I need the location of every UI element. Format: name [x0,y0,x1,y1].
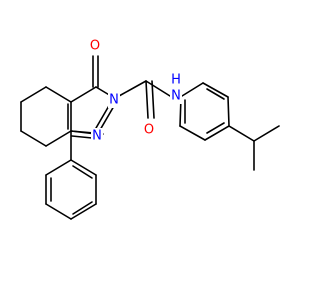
amide-oxygen-label: O [144,123,154,138]
bond-line [181,82,204,97]
bond-line [20,130,47,147]
ring-carbonyl-oxygen-label: O [90,39,100,54]
label-bg [91,128,103,144]
bond-line [227,96,230,127]
label-bg [143,122,155,138]
bond-line [118,80,147,97]
atom-labels: O N N N H O [89,38,182,144]
ring-nitrogen-3-label: N [92,129,102,144]
bond-line [253,125,280,142]
bond-line [204,125,230,141]
bond-line [145,80,149,119]
bond-line [206,88,225,100]
bond-line [206,122,225,134]
bond-line [70,130,95,134]
bond-line [70,86,97,103]
bond-line [70,159,97,176]
bond-line [20,86,47,103]
structure-canvas: O N N N H O [20,38,280,220]
amide-nitrogen-label: N [171,89,181,104]
molecule-drawing: O N N N H O [20,38,280,220]
bond-line [72,201,93,215]
bond-line [45,130,72,147]
label-bg [170,88,182,104]
bond-line [202,82,229,98]
ring-nitrogen-2-label: N [109,93,119,108]
bond-line [99,105,115,131]
label-bg [108,92,120,108]
bond-line [45,159,72,176]
bond-line [70,203,97,220]
bond-line [72,165,93,179]
bond-lines [20,55,280,220]
label-bg [89,38,101,54]
bond-line [71,135,93,139]
bond-line [179,125,206,141]
bond-line [95,103,111,129]
bond-line [151,80,155,119]
amide-hydrogen-label: H [171,73,181,88]
bond-line [228,125,255,142]
bond-line [45,86,72,103]
bond-line [145,80,171,97]
bond-line [45,203,72,220]
